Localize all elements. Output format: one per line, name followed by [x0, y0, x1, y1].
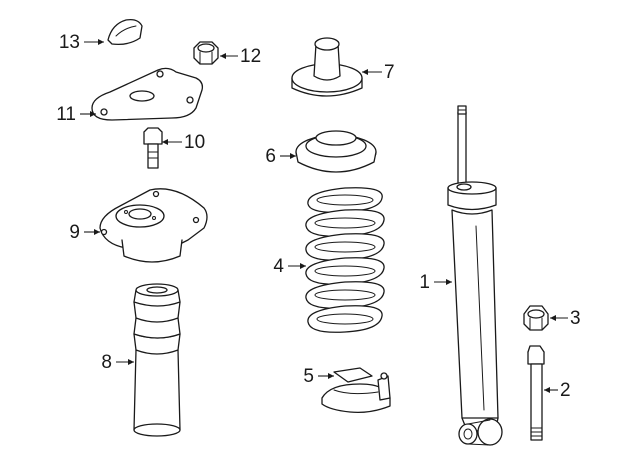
coil-spring[interactable] — [305, 187, 385, 333]
callout-label-7: 7 — [384, 62, 395, 83]
upper-spring-insulator[interactable] — [295, 130, 377, 173]
callout-label-2: 2 — [560, 380, 571, 401]
callout-10: 10 — [162, 132, 205, 153]
callout-label-5: 5 — [303, 366, 314, 387]
jounce-bumper-seat[interactable] — [291, 37, 363, 97]
callout-1: 1 — [419, 272, 452, 293]
callout-11: 11 — [56, 104, 96, 125]
callout-label-6: 6 — [265, 146, 276, 167]
lower-mount-nut[interactable] — [523, 305, 549, 331]
callout-6: 6 — [265, 146, 296, 167]
callout-label-1: 1 — [419, 272, 430, 293]
callout-label-12: 12 — [240, 46, 261, 67]
callout-label-8: 8 — [101, 352, 112, 373]
callout-label-10: 10 — [184, 132, 205, 153]
callout-3: 3 — [550, 308, 581, 329]
callout-label-3: 3 — [570, 308, 581, 329]
callout-label-13: 13 — [59, 32, 80, 53]
reinforcement-plate[interactable] — [91, 67, 204, 121]
upper-mount[interactable] — [99, 188, 208, 263]
callout-label-11: 11 — [56, 104, 76, 125]
callout-7: 7 — [362, 62, 395, 83]
lower-spring-seat[interactable] — [321, 367, 391, 414]
callout-12: 12 — [220, 46, 261, 67]
callout-4: 4 — [273, 256, 306, 277]
callout-8: 8 — [101, 352, 134, 373]
callout-9: 9 — [69, 222, 100, 243]
dust-boot[interactable] — [133, 283, 181, 437]
callout-label-9: 9 — [69, 222, 80, 243]
upper-nut[interactable] — [193, 41, 219, 65]
callout-13: 13 — [59, 32, 104, 53]
cap[interactable] — [107, 18, 143, 46]
lower-mount-bolt[interactable] — [527, 345, 545, 441]
callout-label-4: 4 — [273, 256, 284, 277]
callout-2: 2 — [544, 380, 571, 401]
mount-bolt[interactable] — [143, 127, 163, 169]
callout-5: 5 — [303, 366, 334, 387]
shock-absorber[interactable] — [447, 105, 503, 446]
